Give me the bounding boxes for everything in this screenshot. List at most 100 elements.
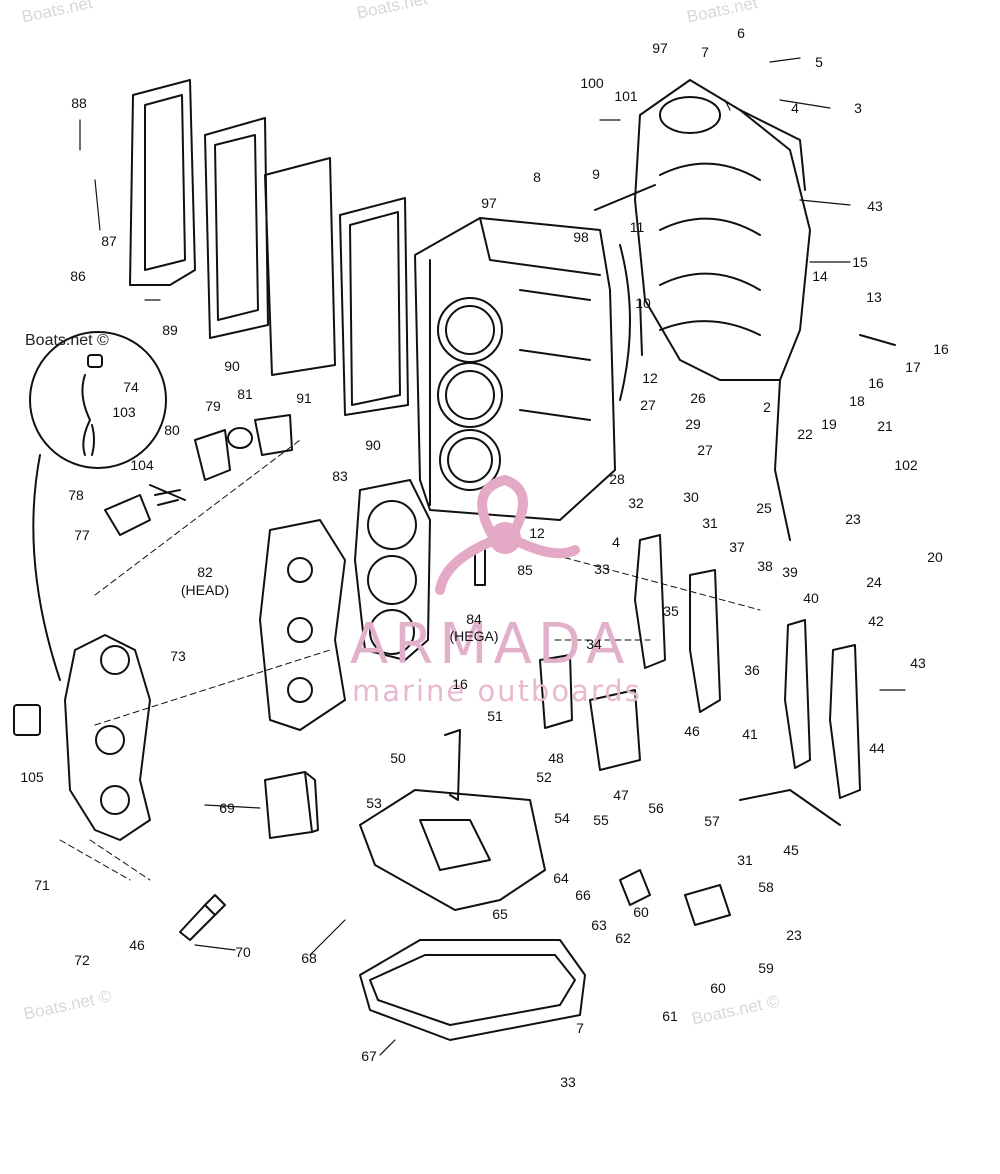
- callout-20: 20: [927, 549, 943, 565]
- callout-48: 48: [548, 750, 564, 766]
- callout-34: 34: [586, 636, 602, 652]
- callout-35: 35: [663, 603, 679, 619]
- callout-42: 42: [868, 613, 884, 629]
- callout-6: 6: [737, 25, 745, 41]
- callout-78: 78: [68, 487, 84, 503]
- bracket-50: [444, 729, 461, 801]
- exhaust-cover: [129, 79, 196, 286]
- head-gasket: [354, 479, 431, 661]
- callout-91: 91: [296, 390, 312, 406]
- callout-50: 50: [390, 750, 406, 766]
- callout-101: 101: [614, 88, 638, 104]
- callout-102: 102: [894, 457, 918, 473]
- callout-14: 14: [812, 268, 828, 284]
- brand-name: ARMADA: [350, 612, 631, 677]
- callout-46-b: 46: [129, 937, 145, 953]
- callout-86: 86: [70, 268, 86, 284]
- bracket-47: [589, 689, 641, 771]
- callout-23-a: 23: [845, 511, 861, 527]
- callout-3: 3: [854, 100, 862, 116]
- callout-59: 59: [758, 960, 774, 976]
- link-63: [619, 869, 651, 906]
- callout-60-a: 60: [633, 904, 649, 920]
- hose: [739, 789, 841, 826]
- callout-4-top: 4: [791, 100, 799, 116]
- callout-69: 69: [219, 800, 235, 816]
- callout-33-b: 33: [560, 1074, 576, 1090]
- callout-16-a: 16: [933, 341, 949, 357]
- bracket-48: [539, 654, 573, 729]
- callout-70: 70: [235, 944, 251, 960]
- callout-60-b: 60: [710, 980, 726, 996]
- callout-84: 84: [466, 611, 482, 627]
- link-62: [684, 884, 731, 926]
- callout-41: 41: [742, 726, 758, 742]
- callout-2: 2: [763, 399, 771, 415]
- callout-9: 9: [592, 166, 600, 182]
- shaft-17: [859, 334, 896, 346]
- callout-44: 44: [869, 740, 885, 756]
- callout-27-a: 27: [640, 397, 656, 413]
- callout-64: 64: [553, 870, 569, 886]
- callout-12-b: 12: [529, 525, 545, 541]
- callout-79: 79: [205, 398, 221, 414]
- callout-33-a: 33: [594, 561, 610, 577]
- callout-40: 40: [803, 590, 819, 606]
- exhaust-gasket-2: [339, 197, 409, 416]
- callout-68: 68: [301, 950, 317, 966]
- callout-7: 7: [701, 44, 709, 60]
- callout-85: 85: [517, 562, 533, 578]
- callout-67: 67: [361, 1048, 377, 1064]
- callout-89: 89: [162, 322, 178, 338]
- callout-61: 61: [662, 1008, 678, 1024]
- callout-51: 51: [487, 708, 503, 724]
- callout-90-b: 90: [365, 437, 381, 453]
- callout-105: 105: [20, 769, 44, 785]
- callout-8: 8: [533, 169, 541, 185]
- callout-5: 5: [815, 54, 823, 70]
- callout-43-mid: 43: [910, 655, 926, 671]
- callout-26: 26: [690, 390, 706, 406]
- callout-104: 104: [130, 457, 154, 473]
- callout-23-b: 23: [786, 927, 802, 943]
- callout-97: 97: [652, 40, 668, 56]
- callout-52: 52: [536, 769, 552, 785]
- callout-82: 82: [197, 564, 213, 580]
- callout-37: 37: [729, 539, 745, 555]
- callout-31-b: 31: [737, 852, 753, 868]
- transfer-cover-42: [829, 644, 861, 799]
- callout-62: 62: [615, 930, 631, 946]
- callout-21: 21: [877, 418, 893, 434]
- callout-81: 81: [237, 386, 253, 402]
- spark-plug: [179, 894, 226, 941]
- callout-66: 66: [575, 887, 591, 903]
- callout-98: 98: [573, 229, 589, 245]
- callout-100: 100: [580, 75, 604, 91]
- callout-18: 18: [849, 393, 865, 409]
- callout-13: 13: [866, 289, 882, 305]
- callout-15: 15: [852, 254, 868, 270]
- callout-71: 71: [34, 877, 50, 893]
- callout-73: 73: [170, 648, 186, 664]
- cylinder-head: [259, 519, 346, 731]
- callout-83: 83: [332, 468, 348, 484]
- callout-74: 74: [123, 379, 139, 395]
- callout-82-head: (HEAD): [180, 582, 230, 598]
- callout-80: 80: [164, 422, 180, 438]
- transfer-cover-36: [689, 569, 721, 713]
- callout-27-b: 27: [697, 442, 713, 458]
- callout-19: 19: [821, 416, 837, 432]
- callout-7-bottom: 7: [576, 1020, 584, 1036]
- callout-29: 29: [685, 416, 701, 432]
- callout-30: 30: [683, 489, 699, 505]
- callout-38: 38: [757, 558, 773, 574]
- callout-31-a: 31: [702, 515, 718, 531]
- watermark-inset: Boats.net ©: [25, 332, 109, 349]
- pin-10: [639, 299, 643, 356]
- adapter-plate: [359, 789, 546, 911]
- transfer-cover-35: [634, 534, 666, 669]
- throttle-linkage: [774, 379, 791, 541]
- callout-90-a: 90: [224, 358, 240, 374]
